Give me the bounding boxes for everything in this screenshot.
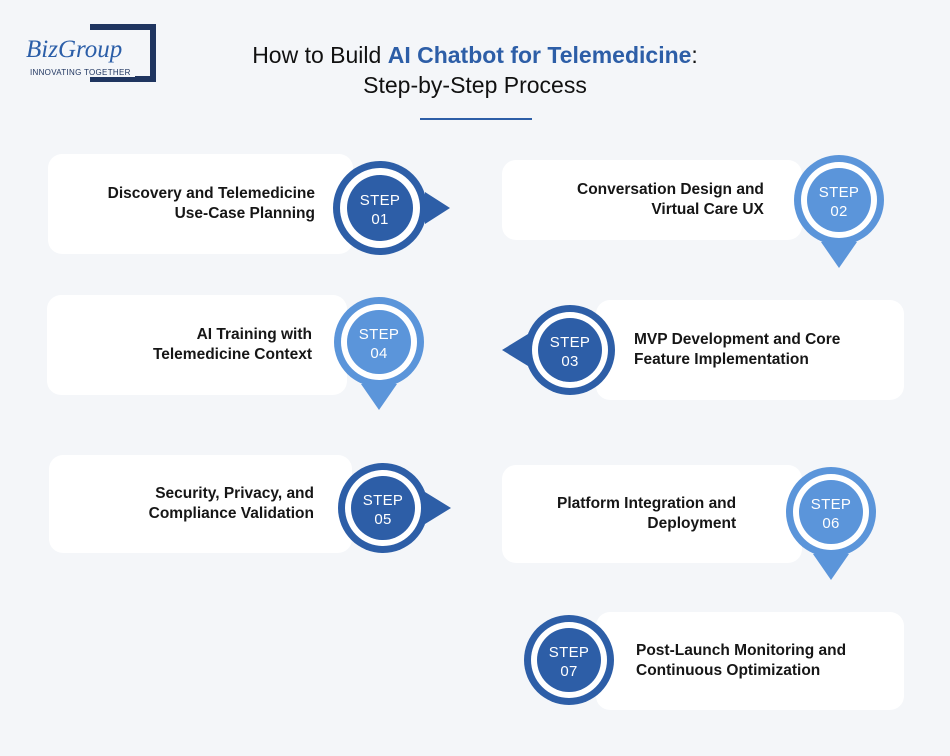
step-05-text: Security, Privacy, and Compliance Valida… [149, 484, 314, 524]
step-01-word: STEP [359, 192, 401, 209]
title-line-1: How to Build AI Chatbot for Telemedicine… [0, 40, 950, 70]
step-03-word: STEP [549, 334, 591, 351]
step-03-badge-shape [502, 305, 615, 395]
step-badge-03: STEP 03 [502, 302, 618, 398]
step-02-badge-shape [794, 155, 884, 268]
title-underline [420, 118, 532, 120]
step-03-number: 03 [561, 353, 579, 370]
step-05-word: STEP [362, 492, 404, 509]
step-05-label: STEP 05 [335, 491, 431, 529]
step-04-word: STEP [358, 326, 400, 343]
step-card-02: Conversation Design and Virtual Care UX [502, 160, 802, 240]
step-01-text: Discovery and Telemedicine Use-Case Plan… [108, 184, 315, 224]
step-06-line-1: Platform Integration and [557, 495, 737, 512]
step-06-line-2: Deployment [647, 515, 737, 532]
step-card-06: Platform Integration and Deployment [502, 465, 802, 563]
step-badge-06: STEP 06 [783, 464, 879, 580]
page-title: How to Build AI Chatbot for Telemedicine… [0, 40, 950, 100]
step-01-badge-shape [333, 161, 450, 255]
title-line-2: Step-by-Step Process [363, 72, 587, 98]
title-suffix: : [691, 42, 698, 68]
logo-tagline: INNOVATING TOGETHER [30, 68, 135, 77]
step-01-label: STEP 01 [330, 191, 430, 229]
step-05-line-1: Security, Privacy, and [155, 485, 314, 502]
step-05-number: 05 [374, 511, 392, 528]
title-prefix: How to Build [252, 42, 388, 68]
step-06-label: STEP 06 [783, 495, 879, 533]
brand-logo: BizGroup INNOVATING TOGETHER [24, 22, 156, 84]
arrow-right-icon [425, 192, 450, 224]
step-07-badge-shape [524, 615, 614, 705]
step-card-01: Discovery and Telemedicine Use-Case Plan… [48, 154, 353, 254]
step-06-number: 06 [822, 515, 840, 532]
step-07-line-1: Post-Launch Monitoring and [636, 642, 847, 659]
logo-notch-shape [90, 24, 104, 30]
step-02-label: STEP 02 [791, 183, 887, 221]
arrow-right-icon [425, 492, 451, 524]
step-03-label: STEP 03 [522, 333, 618, 371]
step-04-badge-shape [334, 297, 424, 410]
arrow-down-icon [361, 384, 397, 410]
step-02-number: 02 [830, 203, 848, 220]
title-highlight: AI Chatbot for Telemedicine [387, 42, 692, 68]
arrow-down-icon [821, 242, 857, 268]
step-07-text: Post-Launch Monitoring and Continuous Op… [636, 641, 846, 681]
step-badge-02: STEP 02 [791, 152, 887, 268]
step-01-line-1: Discovery and Telemedicine [107, 185, 315, 202]
step-07-line-2: Continuous Optimization [636, 662, 821, 679]
step-04-line-2: Telemedicine Context [152, 346, 312, 363]
arrow-left-icon [502, 334, 528, 366]
step-04-label: STEP 04 [331, 325, 427, 363]
step-badge-04: STEP 04 [331, 294, 427, 410]
step-01-number: 01 [371, 211, 389, 228]
step-03-line-1: MVP Development and Core [634, 331, 841, 348]
step-badge-01: STEP 01 [330, 158, 450, 258]
step-02-line-2: Virtual Care UX [651, 201, 764, 218]
step-04-line-1: AI Training with [196, 326, 312, 343]
step-06-badge-shape [786, 467, 876, 580]
step-02-text: Conversation Design and Virtual Care UX [577, 180, 764, 220]
step-03-text: MVP Development and Core Feature Impleme… [634, 330, 840, 370]
logo-frame-shape [90, 24, 156, 82]
step-05-line-2: Compliance Validation [148, 505, 314, 522]
step-badge-05: STEP 05 [335, 460, 451, 556]
step-03-line-2: Feature Implementation [634, 351, 809, 368]
step-card-07: Post-Launch Monitoring and Continuous Op… [596, 612, 904, 710]
step-02-word: STEP [818, 184, 860, 201]
step-06-text: Platform Integration and Deployment [557, 494, 736, 534]
step-badge-07: STEP 07 [521, 612, 617, 708]
step-04-number: 04 [370, 345, 388, 362]
step-card-04: AI Training with Telemedicine Context [47, 295, 347, 395]
logo-wordmark: BizGroup [26, 36, 125, 64]
step-02-line-1: Conversation Design and [577, 181, 764, 198]
step-01-line-2: Use-Case Planning [174, 205, 315, 222]
step-04-text: AI Training with Telemedicine Context [153, 325, 312, 365]
step-07-number: 07 [560, 663, 578, 680]
step-card-05: Security, Privacy, and Compliance Valida… [49, 455, 352, 553]
step-07-label: STEP 07 [521, 643, 617, 681]
step-card-03: MVP Development and Core Feature Impleme… [596, 300, 904, 400]
step-06-word: STEP [810, 496, 852, 513]
step-05-badge-shape [338, 463, 451, 553]
step-07-word: STEP [548, 644, 590, 661]
arrow-down-icon [813, 554, 849, 580]
